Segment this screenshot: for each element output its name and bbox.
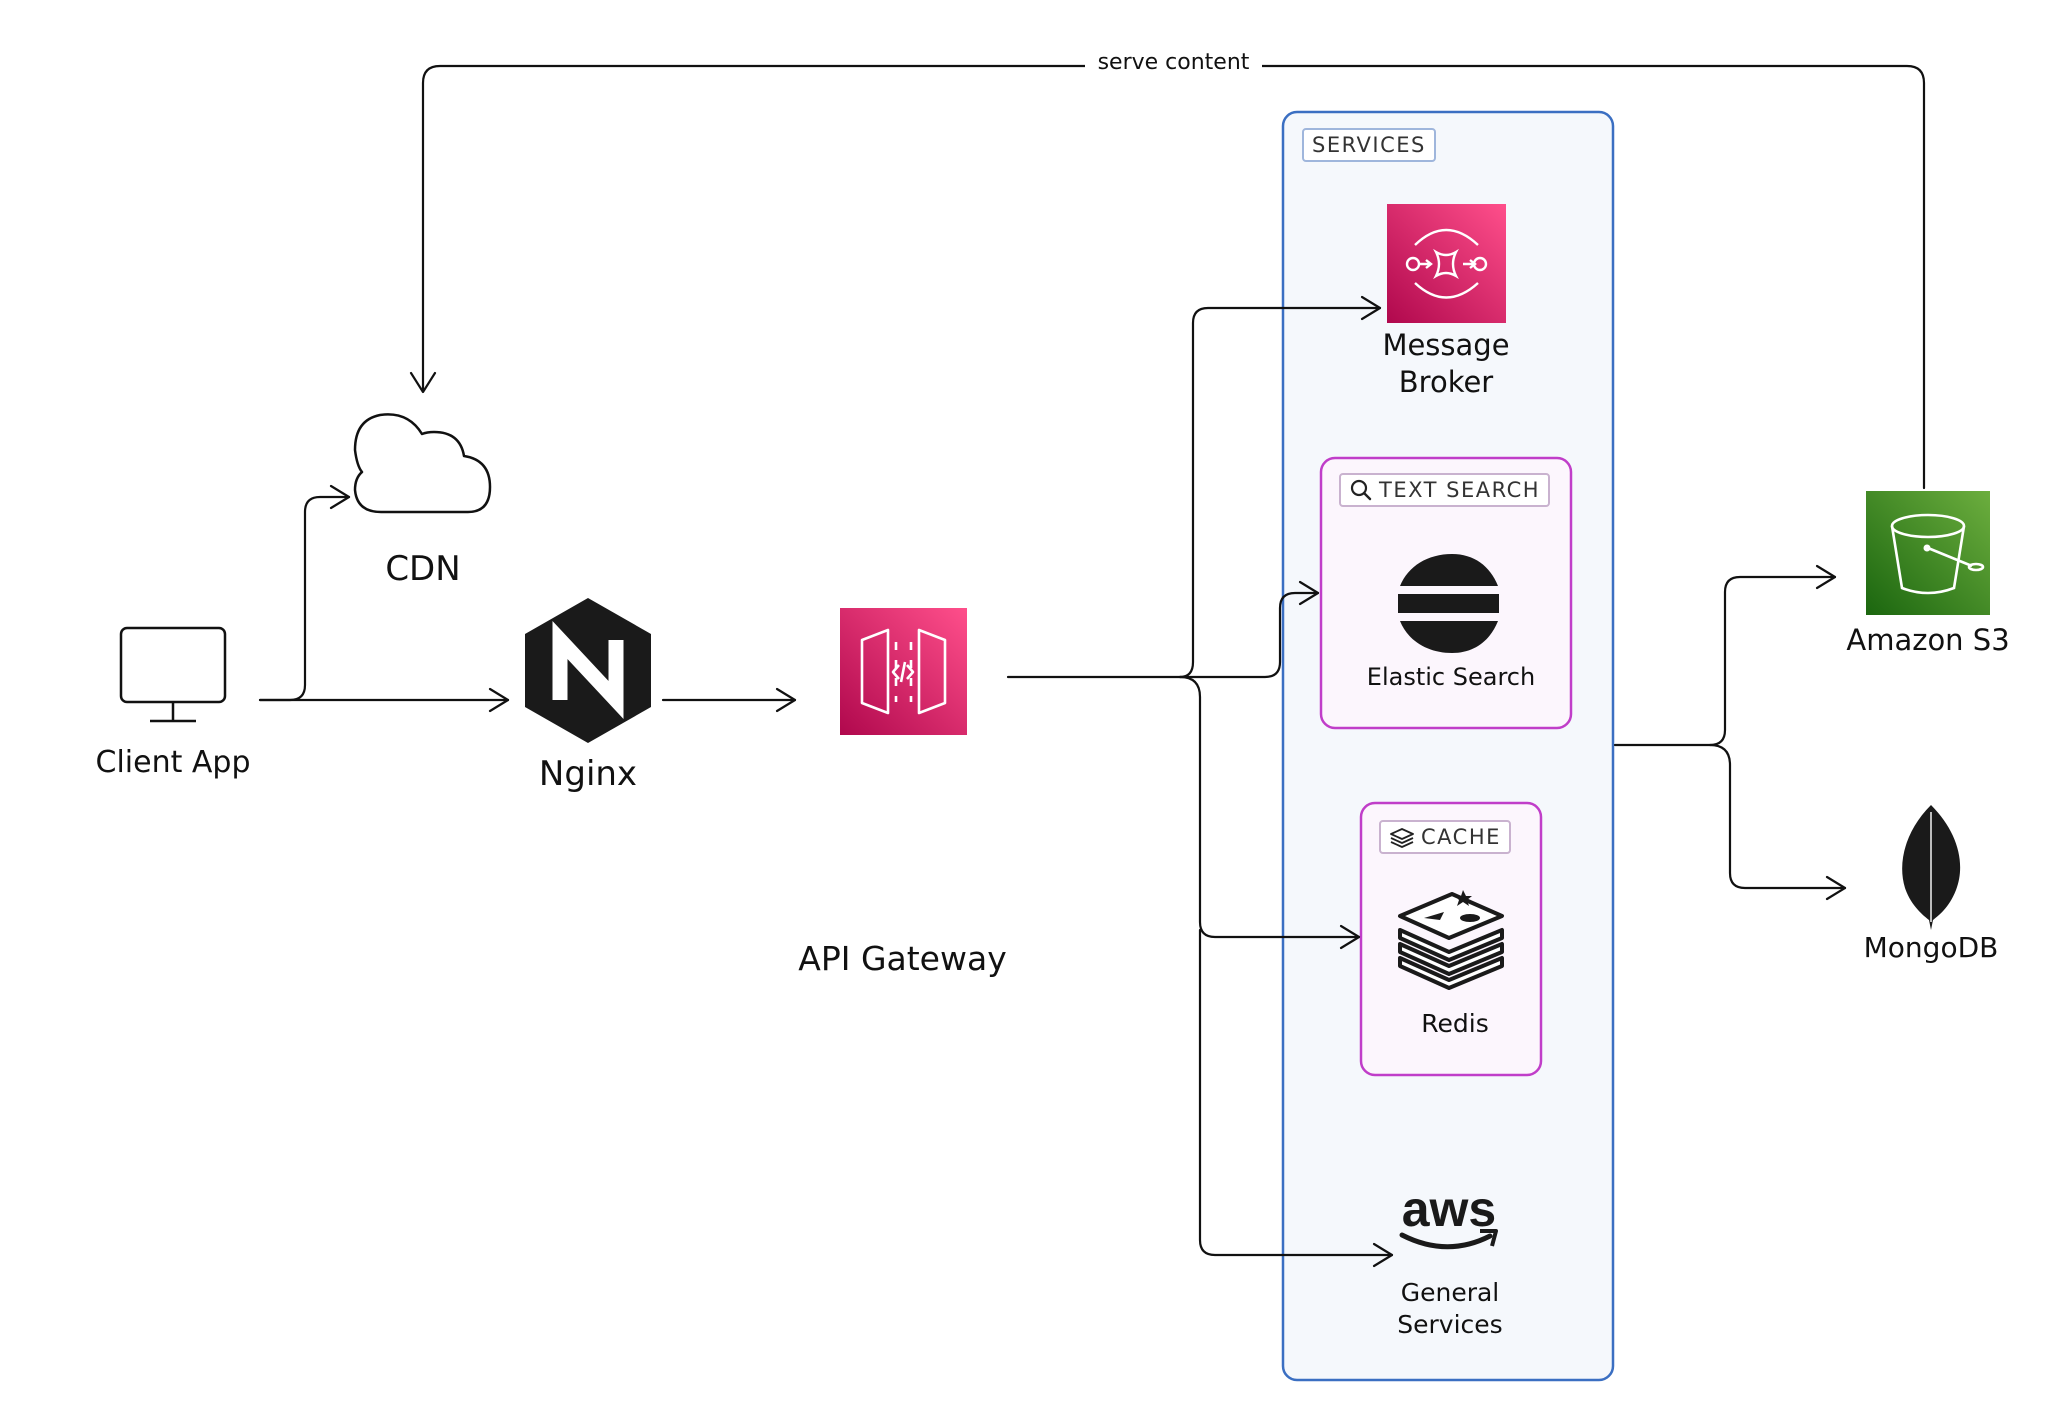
edge-gateway-to-general-services-arrowhead (1372, 1242, 1394, 1268)
services-tag: SERVICES (1302, 128, 1436, 162)
elastic-search-label: Elastic Search (1366, 663, 1536, 691)
edge-client-to-cdn[interactable] (258, 495, 351, 702)
edge-services-to-s3-arrowhead (1815, 564, 1837, 590)
redis-label: Redis (1421, 1009, 1489, 1038)
edge-gateway-to-message-broker[interactable] (1178, 306, 1382, 679)
cloud-icon[interactable] (353, 413, 492, 514)
nginx-logo-icon[interactable] (525, 598, 651, 743)
edge-gateway-to-redis[interactable] (1178, 675, 1361, 939)
general-services-label: General Services (1397, 1278, 1503, 1339)
api-gateway-label: API Gateway (798, 939, 1007, 978)
edge-gateway-to-elastic-search[interactable] (1178, 591, 1320, 679)
serve-content-label: serve content (1085, 49, 1262, 78)
edge-gateway-to-redis-arrowhead (1339, 924, 1361, 950)
redis-logo-icon[interactable] (1398, 890, 1504, 990)
api-gateway-icon[interactable] (840, 608, 967, 735)
message-broker-label: Message Broker (1382, 328, 1510, 400)
cache-tag-label: CACHE (1421, 825, 1501, 849)
edge-services-to-mongodb[interactable] (1708, 743, 1847, 890)
edge-serve-content[interactable] (421, 64, 1926, 490)
message-broker-icon[interactable] (1387, 204, 1506, 323)
edge-gateway-to-elastic-search-arrowhead (1298, 580, 1320, 606)
text-search-group[interactable] (1319, 456, 1573, 730)
amazon-s3-label: Amazon S3 (1846, 623, 2010, 657)
layers-icon (1390, 828, 1414, 848)
cache-tag: CACHE (1379, 820, 1511, 854)
svg-text:aws: aws (1402, 1181, 1497, 1237)
search-icon (1350, 479, 1372, 501)
services-tag-label: SERVICES (1312, 133, 1426, 157)
text-search-tag: TEXT SEARCH (1339, 473, 1551, 507)
aws-logo-icon[interactable]: aws (1399, 1181, 1498, 1250)
elasticsearch-logo-icon[interactable] (1398, 554, 1499, 653)
mongodb-label: MongoDB (1863, 931, 1999, 964)
mongodb-leaf-icon[interactable] (1902, 805, 1961, 930)
edge-services-to-s3[interactable] (1613, 575, 1837, 747)
cdn-label: CDN (385, 549, 461, 589)
monitor-icon[interactable] (119, 626, 227, 723)
edge-services-to-mongodb-arrowhead (1825, 875, 1847, 901)
edge-gateway-to-general-services[interactable] (1198, 928, 1394, 1257)
edge-client-to-cdn-arrowhead (329, 484, 351, 510)
edge-client-to-nginx-arrowhead (488, 687, 510, 713)
edge-nginx-to-gateway-arrowhead (775, 687, 797, 713)
edge-serve-content-arrowhead (409, 371, 437, 394)
s3-bucket-icon[interactable] (1866, 491, 1990, 615)
edge-gateway-to-message-broker-arrowhead (1360, 295, 1382, 321)
client-app-label: Client App (95, 745, 251, 780)
nginx-label: Nginx (538, 754, 638, 794)
text-search-tag-label: TEXT SEARCH (1379, 478, 1541, 502)
